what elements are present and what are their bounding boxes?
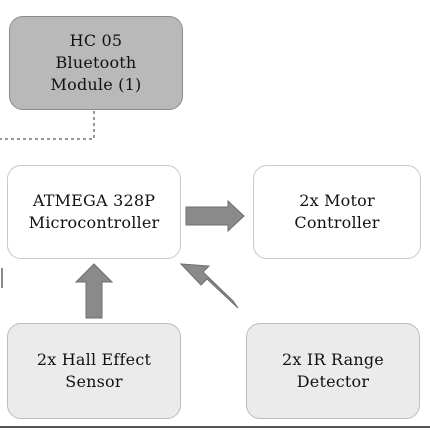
hall-effect-sensor-node: 2x Hall Effect Sensor [7,323,181,419]
motor-controller-line2: Controller [294,213,380,232]
microcontroller-line2: Microcontroller [28,213,160,232]
microcontroller-node: ATMEGA 328P Microcontroller [7,165,181,259]
bluetooth-module-line1: HC 05 [69,31,123,50]
microcontroller-line1: ATMEGA 328P [32,191,156,210]
ir-range-detector-line2: Detector [296,372,370,391]
ir-range-detector-line1: 2x IR Range [282,350,384,369]
bluetooth-module-line3: Module (1) [50,75,142,94]
bottom-divider [0,426,430,428]
hall-effect-sensor-line1: 2x Hall Effect [36,350,152,369]
motor-controller-node: 2x Motor Controller [253,165,421,259]
ir-range-detector-node: 2x IR Range Detector [246,323,420,419]
bluetooth-dashed-connector [0,111,95,140]
hall-effect-sensor-line2: Sensor [65,372,123,391]
arrow-mcu-to-motor [185,199,245,233]
bluetooth-module-node: HC 05 Bluetooth Module (1) [9,16,183,110]
arrow-hall-to-mcu [74,263,114,319]
motor-controller-line1: 2x Motor [299,191,375,210]
arrow-ir-to-mcu [179,263,239,309]
bluetooth-module-line2: Bluetooth [55,53,137,72]
